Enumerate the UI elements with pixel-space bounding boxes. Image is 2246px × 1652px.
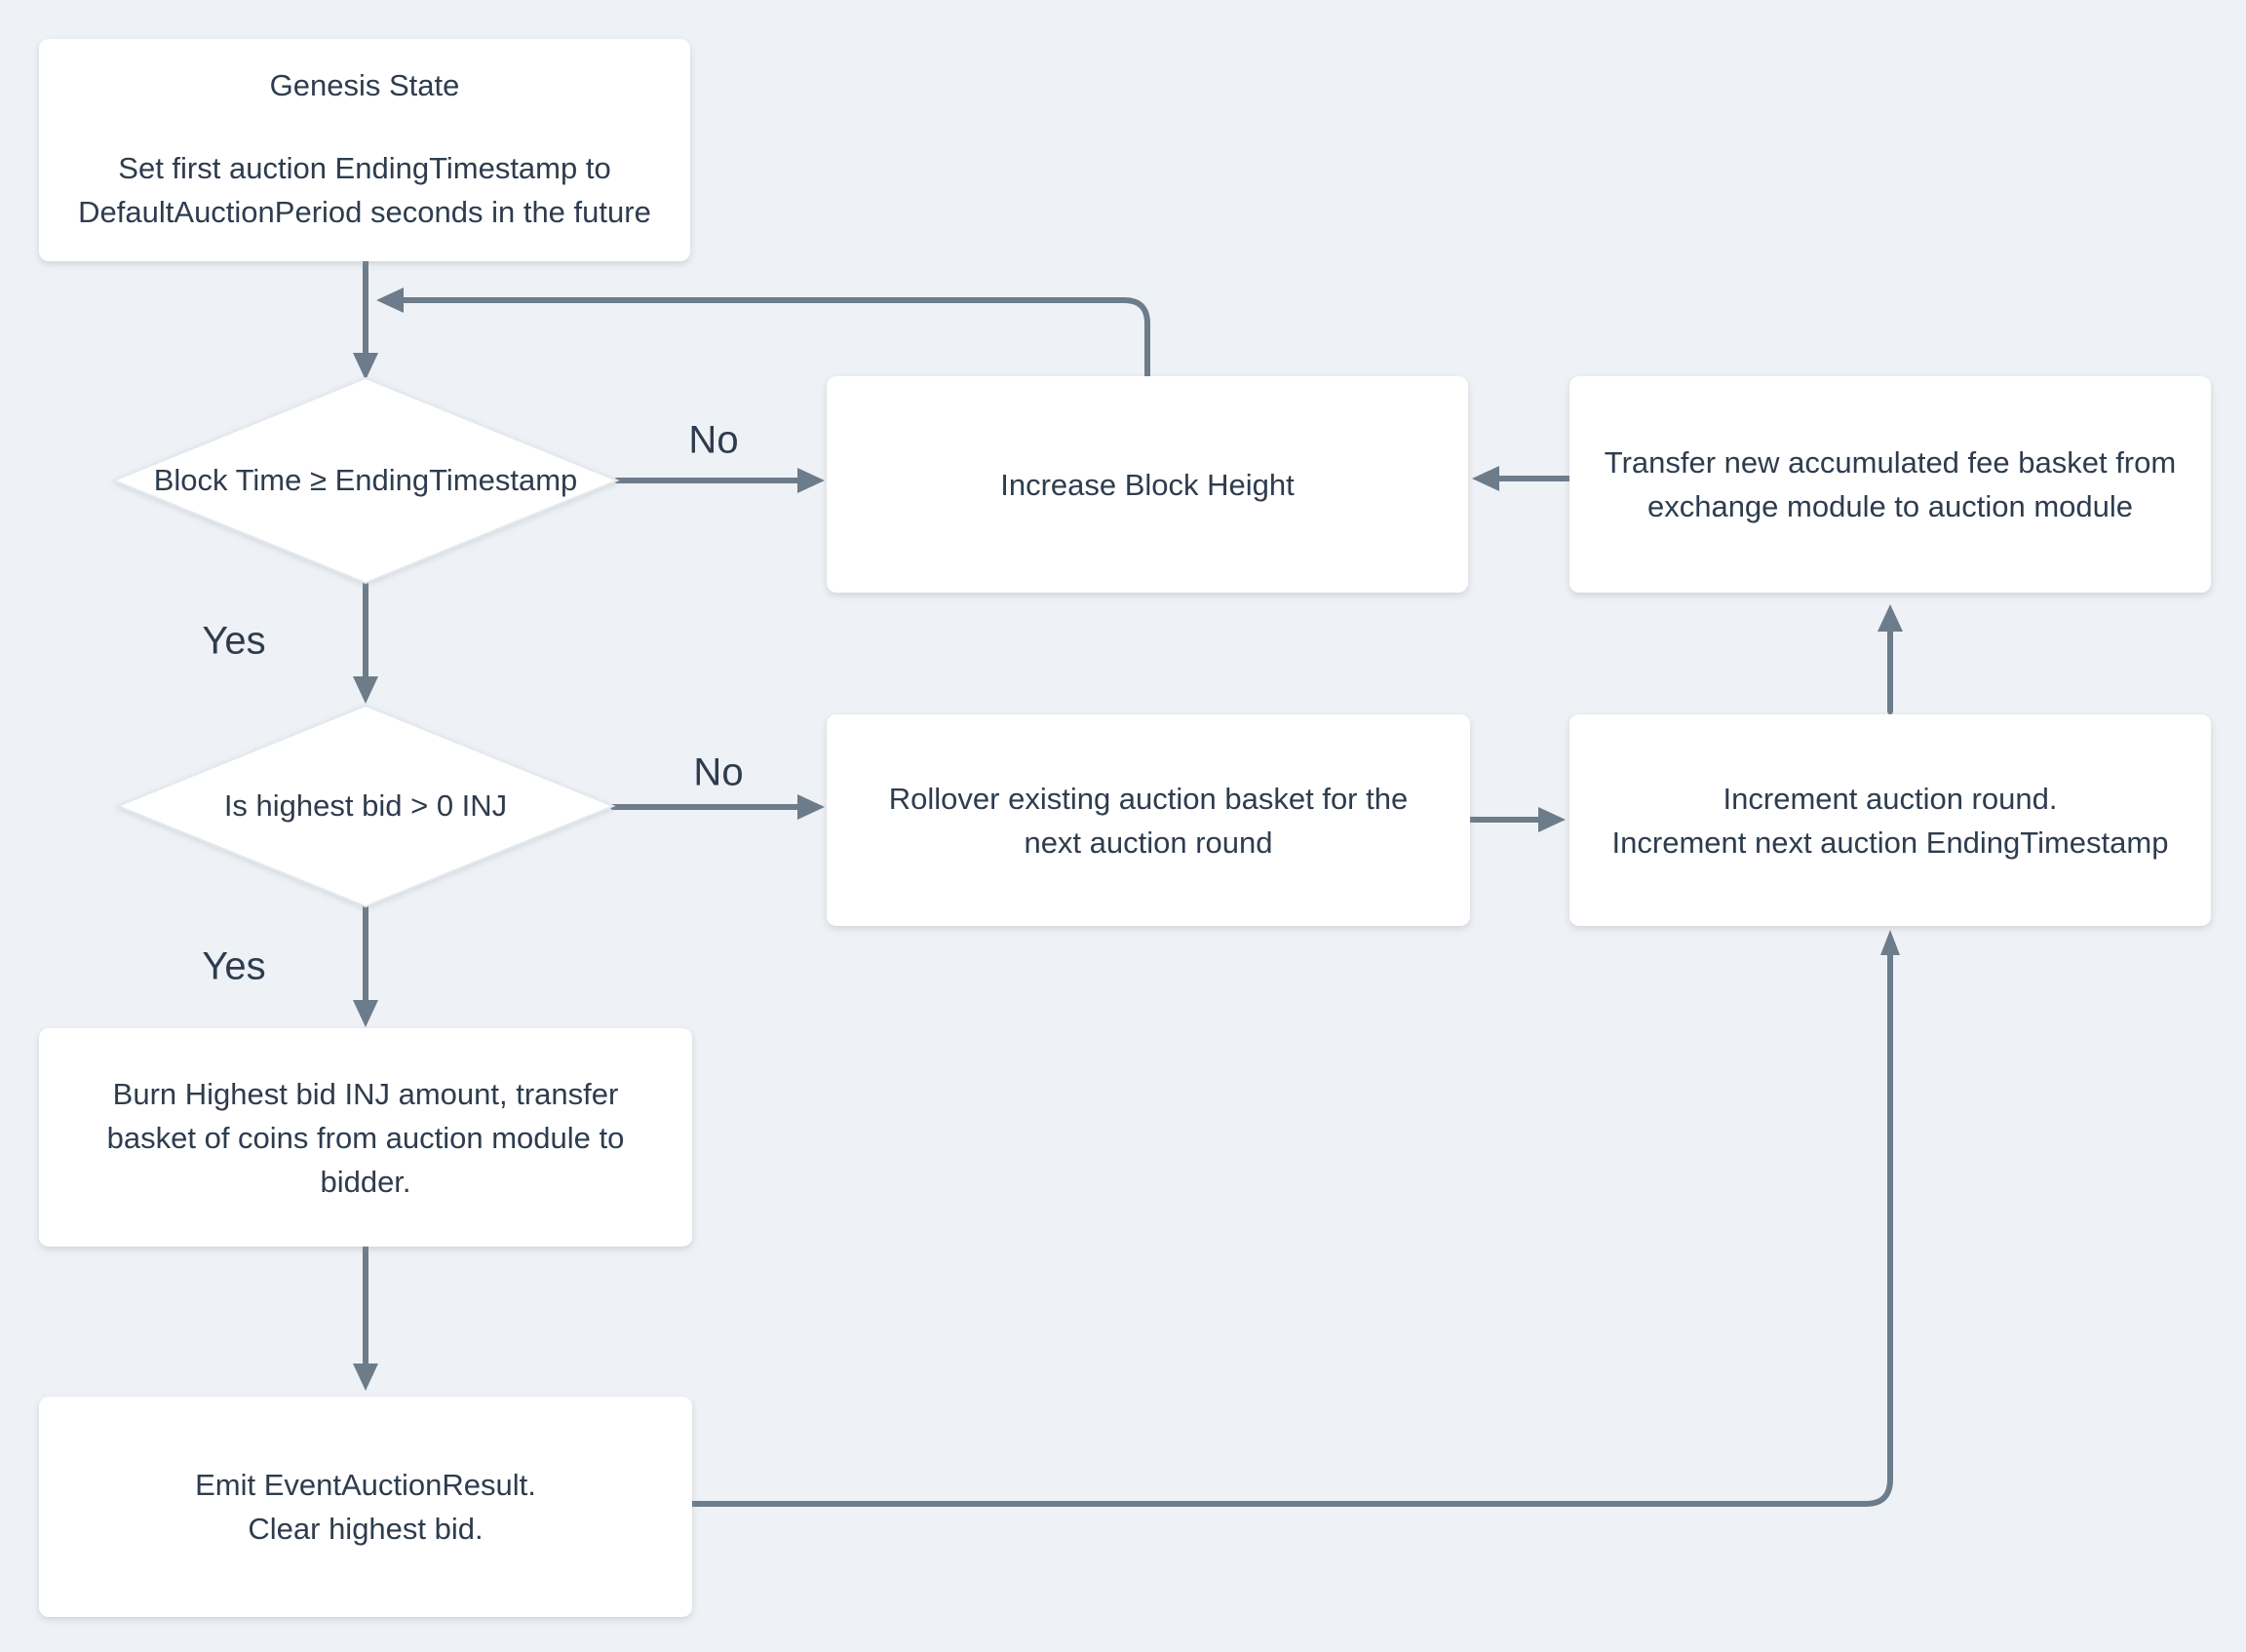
node-emit-auction-result: Emit EventAuctionResult. Clear highest b… [39,1397,692,1617]
edge-burn-to-emit [353,1244,378,1391]
edge-highest-bid-yes [353,903,378,1027]
edge-emit-to-increment [688,930,1900,1507]
increment-line-1: Increment auction round. [1723,781,2058,816]
edge-block-time-no [614,468,825,493]
transfer-line-2: exchange module to auction module [1646,489,2134,523]
emit-line-1: Emit EventAuctionResult. [195,1468,536,1502]
edge-label-highest-bid-yes: Yes [202,944,266,988]
increase-block-height-label: Increase Block Height [1000,467,1295,502]
node-burn-highest-bid: Burn Highest bid INJ amount, transfer ba… [39,1028,692,1247]
node-genesis-state: Genesis State Set first auction EndingTi… [39,39,690,261]
burn-line-3: bidder. [320,1164,411,1199]
edge-highest-bid-no [610,794,825,820]
genesis-line-1: Set first auction EndingTimestamp to [118,151,611,185]
burn-line-2: basket of coins from auction module to [106,1120,625,1155]
edge-genesis-to-block-time-decision [353,258,378,380]
edge-label-block-time-yes: Yes [202,619,266,663]
transfer-line-1: Transfer new accumulated fee basket from [1604,445,2177,480]
rollover-line-1: Rollover existing auction basket for the [888,781,1409,816]
edge-transfer-to-increase [1472,466,1572,491]
emit-line-2: Clear highest bid. [248,1512,484,1546]
rollover-line-2: next auction round [1024,825,1273,860]
decision-block-time-label: Block Time ≥ EndingTimestamp [153,463,578,497]
decision-highest-bid-label: Is highest bid > 0 INJ [223,788,508,823]
edge-increment-to-transfer [1878,604,1903,714]
edge-label-block-time-no: No [688,418,739,462]
edge-increase-block-height-loopback [376,288,1150,379]
increment-line-2: Increment next auction EndingTimestamp [1611,825,2169,860]
edge-label-highest-bid-no: No [693,750,744,794]
burn-line-1: Burn Highest bid INJ amount, transfer [112,1076,619,1111]
node-rollover-basket: Rollover existing auction basket for the… [827,714,1470,926]
decision-block-time-diamond [111,376,620,585]
decision-highest-bid-diamond [115,704,616,908]
genesis-title: Genesis State [269,68,460,102]
node-increment-round: Increment auction round. Increment next … [1569,714,2211,926]
edge-rollover-to-increment [1467,807,1566,832]
edge-block-time-yes [353,580,378,704]
genesis-line-2: DefaultAuctionPeriod seconds in the futu… [78,195,651,229]
node-increase-block-height: Increase Block Height [827,376,1468,593]
node-transfer-fee-basket: Transfer new accumulated fee basket from… [1569,376,2211,593]
